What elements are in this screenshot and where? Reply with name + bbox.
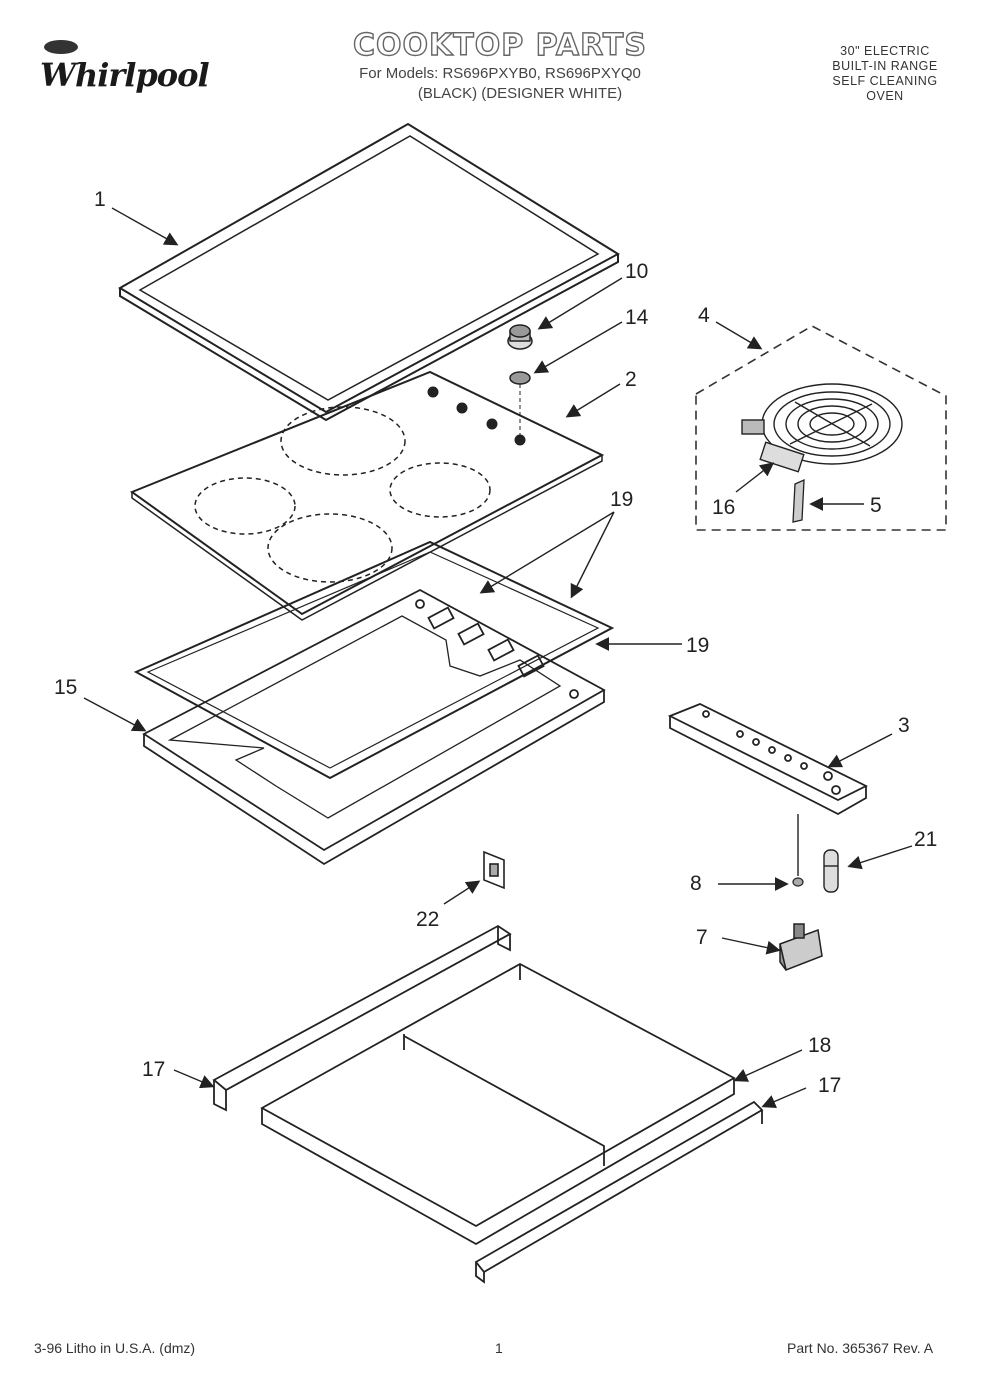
callout-5: 5 [870,494,882,517]
page-number: 1 [495,1340,503,1356]
part-1-frame [118,122,620,422]
leader-17a [173,1069,215,1089]
leader-18 [733,1049,803,1082]
part-2-glass-top [129,370,605,621]
part-17-left-rail [212,924,512,1112]
part-19-gasket [133,540,615,780]
part-18-tray [260,962,736,1246]
leader-7 [721,937,781,955]
logo-badge-icon [44,40,78,54]
appliance-description: 30" ELECTRIC BUILT-IN RANGE SELF CLEANIN… [800,44,970,104]
callout-7: 7 [696,926,708,949]
part-16-terminal-block [741,419,805,473]
callout-19-right: 19 [686,634,709,657]
callout-17-right: 17 [818,1074,841,1097]
leader-19a [479,511,615,594]
callout-3: 3 [898,714,910,737]
part-number: Part No. 365367 Rev. A [787,1340,934,1356]
leader-lines [83,207,913,1109]
leader-19b [570,511,615,599]
callout-4: 4 [698,304,710,327]
leader-21 [847,845,913,870]
leader-2 [565,383,621,418]
part-4-element-box [695,325,947,531]
leader-15 [83,697,147,732]
part-22-bracket [483,850,505,890]
callout-10: 10 [625,260,648,283]
part-5-clip [792,478,805,523]
page-title: COOKTOP PARTS [352,27,647,63]
appliance-line-2: BUILT-IN RANGE [832,59,938,73]
callout-18: 18 [808,1034,831,1057]
part-3-control-panel [667,703,869,816]
part-14-washer [509,371,531,385]
part-15-support [142,588,606,866]
part-10-knob [507,324,533,350]
brand-name: Whirlpool [40,56,210,94]
part-7-switch [779,923,823,972]
callout-17-left: 17 [142,1058,165,1081]
leader-4 [715,321,763,350]
part-21-knob [823,849,839,893]
leader-16 [735,462,775,493]
whirlpool-logo: Whirlpool [36,38,210,100]
leader-3 [827,733,893,768]
callout-16: 16 [712,496,735,519]
callout-19-top: 19 [610,488,633,511]
appliance-line-1: 30" ELECTRIC [840,44,930,58]
leader-17b [761,1087,807,1109]
model-numbers: For Models: RS696PXYB0, RS696PXYQ0 (BLAC… [300,64,700,104]
callout-14: 14 [625,306,649,329]
callout-8: 8 [690,872,702,895]
appliance-line-3: SELF CLEANING [832,74,938,88]
litho-note: 3-96 Litho in U.S.A. (dmz) [34,1340,196,1356]
models-line-1: For Models: RS696PXYB0, RS696PXYQ0 [359,65,641,82]
callout-1: 1 [94,188,106,211]
leader-10 [537,277,623,330]
callout-15: 15 [54,676,77,699]
leader-1 [111,207,179,246]
callout-numbers: 1 10 14 2 4 16 5 19 19 15 3 21 8 7 22 17… [54,188,937,1097]
part-17-right-rail [474,1100,764,1284]
callout-22: 22 [416,908,439,931]
leader-22 [443,880,481,905]
appliance-line-4: OVEN [866,89,904,103]
callout-2: 2 [625,368,637,391]
models-line-2: (BLACK) (DESIGNER WHITE) [417,85,623,102]
part-8-spring [792,877,804,887]
callout-21: 21 [914,828,937,851]
leader-14 [533,321,623,374]
